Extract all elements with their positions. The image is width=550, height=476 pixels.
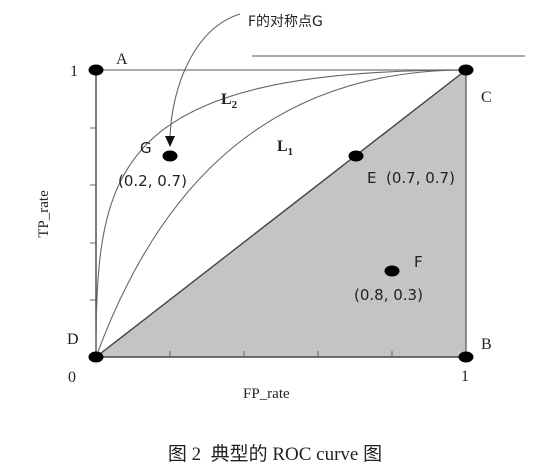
- curve-L2: [95, 69, 467, 358]
- annotation-arrow: [169, 13, 241, 138]
- dot-A: [88, 64, 104, 76]
- dot-D: [88, 351, 104, 363]
- diagonal-line: [95, 69, 467, 358]
- corner-label-C: C: [481, 89, 492, 106]
- annotation-text: F的对称点G: [248, 14, 323, 30]
- dot-F: [384, 265, 400, 277]
- corner-label-D: D: [67, 331, 79, 348]
- x-tick-label-1: 1: [461, 368, 469, 385]
- curve-label-L1: L1: [277, 138, 293, 158]
- point-label-F: F: [414, 253, 423, 271]
- dot-G: [162, 150, 178, 162]
- y-ticks: [90, 127, 96, 301]
- corner-label-B: B: [481, 336, 492, 353]
- curve-L1: [95, 69, 467, 358]
- x-ticks: [169, 351, 393, 357]
- curve-label-L2: L2: [221, 91, 238, 111]
- point-coords-G: (0.2, 0.7): [118, 172, 187, 190]
- corner-label-A: A: [116, 51, 128, 68]
- dot-E: [348, 150, 364, 162]
- dot-B: [458, 351, 474, 363]
- dot-C: [458, 64, 474, 76]
- origin-label: 0: [68, 369, 76, 386]
- x-axis-label: FP_rate: [243, 386, 290, 402]
- figure-caption: 图 2 典型的 ROC curve 图: [168, 443, 382, 465]
- point-label-E: E: [367, 169, 376, 187]
- point-coords-E: (0.7, 0.7): [386, 169, 455, 187]
- y-axis-label: TP_rate: [36, 190, 52, 238]
- y-tick-label-1: 1: [70, 63, 78, 80]
- point-coords-F: (0.8, 0.3): [354, 286, 423, 304]
- arrowhead-icon: [165, 136, 175, 147]
- point-label-G: G: [140, 139, 152, 157]
